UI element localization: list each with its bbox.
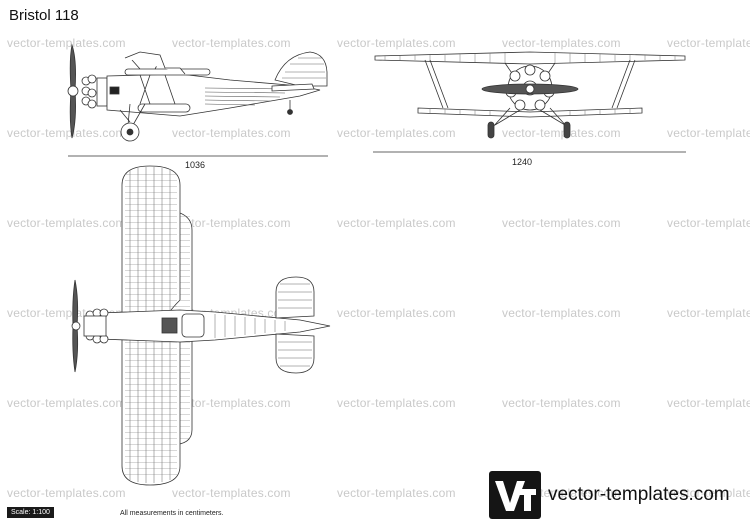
side-lower-wing <box>137 103 191 113</box>
watermark-text: vector-templates.com <box>667 216 750 230</box>
front-lower-wing <box>417 107 643 118</box>
watermark-text: vector-templates.com <box>667 486 750 500</box>
top-view <box>71 165 331 486</box>
vt-logo <box>489 471 541 519</box>
measurement-note: All measurements in centimeters. <box>120 510 224 517</box>
side-engine <box>81 74 108 109</box>
watermark-text: vector-templates.com <box>7 486 126 500</box>
side-tail-fin <box>274 51 328 87</box>
side-spinner <box>67 85 79 97</box>
watermark-text: vector-templates.com <box>337 306 456 320</box>
wingspan-dimension-label: 1240 <box>512 157 533 167</box>
top-tailplane <box>275 276 315 319</box>
scale-label: Scale: 1:100 <box>7 507 54 518</box>
watermark-text: vector-templates.com <box>667 126 750 140</box>
watermark-text: vector-templates.com <box>172 36 291 50</box>
watermark-text: vector-templates.com <box>337 36 456 50</box>
top-cockpit <box>161 317 178 334</box>
side-upper-wing <box>124 68 211 76</box>
watermark-text: vector-templates.com <box>172 396 291 410</box>
length-dimension-label: 1036 <box>185 160 206 170</box>
watermark-text: vector-templates.com <box>7 216 126 230</box>
top-engine <box>83 308 109 344</box>
side-landing-gear <box>119 103 146 126</box>
front-wheel-left <box>487 121 495 139</box>
side-exhaust <box>109 86 120 95</box>
watermark-text: vector-templates.com <box>337 126 456 140</box>
watermark-text: vector-templates.com <box>502 126 621 140</box>
watermark-text: vector-templates.com <box>337 486 456 500</box>
watermark-text: vector-templates.com <box>502 396 621 410</box>
front-upper-wing <box>374 51 686 65</box>
front-wheel-right <box>563 121 571 139</box>
watermark-text: vector-templates.com <box>337 396 456 410</box>
brand-site-text: vector-templates.com <box>548 484 730 505</box>
side-struts <box>131 59 176 105</box>
watermark-text: vector-templates.com <box>7 36 126 50</box>
front-landing-gear <box>491 107 569 129</box>
watermark-text: vector-templates.com <box>7 396 126 410</box>
drawing-title: Bristol 118 <box>9 7 79 24</box>
front-struts <box>424 59 636 109</box>
watermark-text: vector-templates.com <box>667 36 750 50</box>
watermark-text: vector-templates.com <box>667 306 750 320</box>
watermark-text: vector-templates.com <box>502 36 621 50</box>
side-cockpit <box>124 51 186 75</box>
watermark-text: vector-templates.com <box>502 306 621 320</box>
watermark-text: vector-templates.com <box>502 216 621 230</box>
watermark-text: vector-templates.com <box>7 126 126 140</box>
side-view <box>67 43 328 157</box>
vt-logo-mark <box>495 481 525 511</box>
watermark-text: vector-templates.com <box>337 216 456 230</box>
watermark-text: vector-templates.com <box>172 126 291 140</box>
watermark-text: vector-templates.com <box>172 216 291 230</box>
top-tailplane-lower <box>275 333 315 374</box>
watermark-text: vector-templates.com <box>667 396 750 410</box>
watermark-text: vector-templates.com <box>172 486 291 500</box>
front-view <box>373 51 686 153</box>
